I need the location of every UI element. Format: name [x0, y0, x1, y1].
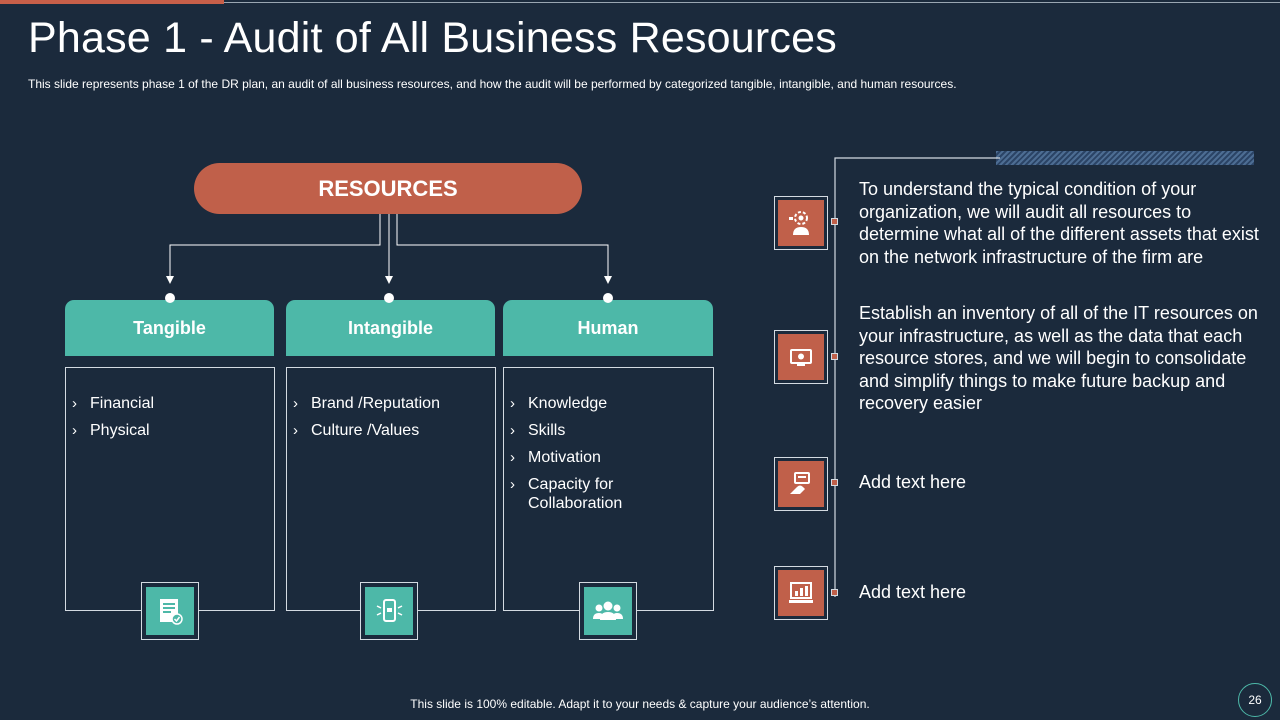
- document-icon: [146, 587, 194, 635]
- list-item: ›Capacity for Collaboration: [510, 476, 623, 512]
- list-item: ›Culture /Values: [293, 422, 420, 439]
- list-item: ›Skills: [510, 422, 566, 439]
- category-box-tangible: ›Financial ›Physical: [65, 367, 275, 611]
- human-icon-frame: [579, 582, 637, 640]
- category-header-human: Human: [503, 300, 713, 356]
- timeline-marker: [831, 479, 838, 486]
- tablet-icon: [365, 587, 413, 635]
- slide-title: Phase 1 - Audit of All Business Resource…: [28, 14, 837, 62]
- timeline-marker: [831, 589, 838, 596]
- timeline-text-3: Add text here: [859, 472, 967, 492]
- tree-connectors: [166, 214, 612, 284]
- decorative-hatch-bar: [996, 151, 1254, 165]
- timeline-icon-frame-4: [774, 566, 828, 620]
- list-item: ›Motivation: [510, 449, 601, 466]
- hand-card-icon: [778, 461, 824, 507]
- chart-screen-icon: [778, 570, 824, 616]
- timeline-line: [834, 157, 1000, 597]
- timeline-marker: [831, 218, 838, 225]
- timeline-text-1: To understand the typical condition of y…: [859, 179, 1259, 267]
- timeline-icon-frame-1: [774, 196, 828, 250]
- top-accent-bar: [0, 0, 224, 4]
- timeline-icon-frame-3: [774, 457, 828, 511]
- list-item: ›Financial: [72, 395, 155, 412]
- category-title: Human: [577, 317, 639, 338]
- connector-dot: [603, 293, 613, 303]
- category-box-intangible: ›Brand /Reputation ›Culture /Values: [286, 367, 496, 611]
- tangible-icon-frame: [141, 582, 199, 640]
- top-divider-line: [224, 2, 1280, 3]
- timeline-text-2: Establish an inventory of all of the IT …: [859, 303, 1258, 413]
- list-item: ›Brand /Reputation: [293, 395, 440, 412]
- footer-note: This slide is 100% editable. Adapt it to…: [410, 697, 870, 711]
- category-title: Tangible: [133, 317, 206, 338]
- timeline-marker: [831, 353, 838, 360]
- connector-dot: [384, 293, 394, 303]
- monitor-icon: [778, 334, 824, 380]
- list-item: ›Knowledge: [510, 395, 608, 412]
- connector-dot: [165, 293, 175, 303]
- gear-person-icon: [778, 200, 824, 246]
- list-item: ›Physical: [72, 422, 150, 439]
- category-header-intangible: Intangible: [286, 300, 495, 356]
- slide-subtitle: This slide represents phase 1 of the DR …: [28, 77, 957, 91]
- category-box-human: ›Knowledge ›Skills ›Motivation ›Capacity…: [503, 367, 714, 611]
- people-icon: [584, 587, 632, 635]
- timeline-icon-frame-2: [774, 330, 828, 384]
- category-title: Intangible: [348, 317, 433, 338]
- category-header-tangible: Tangible: [65, 300, 274, 356]
- intangible-icon-frame: [360, 582, 418, 640]
- page-number: 26: [1238, 683, 1272, 717]
- resources-pill: RESOURCES: [194, 163, 582, 214]
- timeline-text-4: Add text here: [859, 582, 967, 602]
